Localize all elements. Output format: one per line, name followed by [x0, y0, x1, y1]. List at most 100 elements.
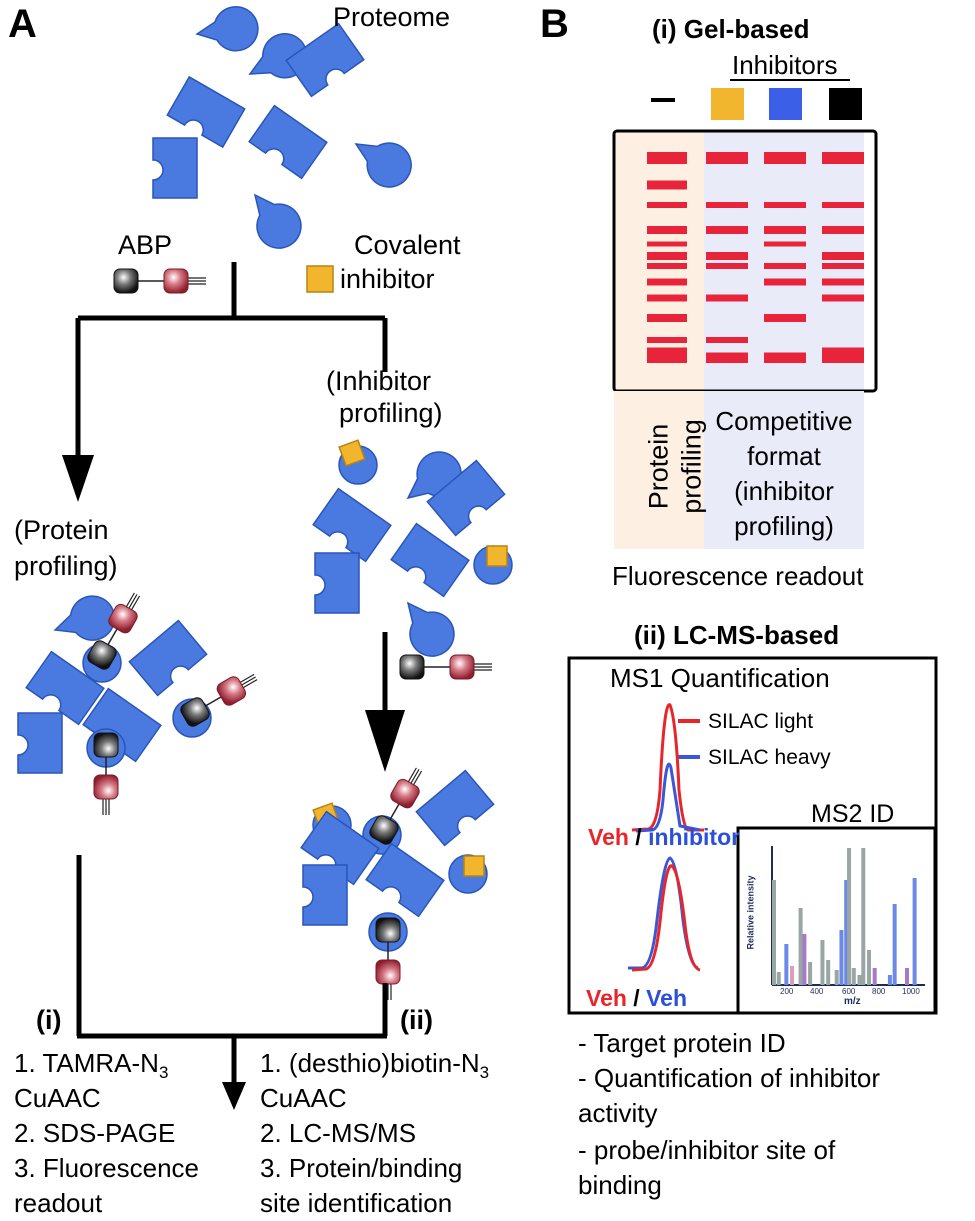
step-ii-1b: CuAAC [260, 1083, 347, 1113]
ms2-peak [867, 950, 871, 985]
step-ii-3b: site identification [260, 1188, 453, 1218]
gel-band [647, 263, 687, 269]
peak2-light [631, 864, 701, 972]
gel-band [706, 202, 748, 208]
ms2-peak [857, 975, 862, 985]
ms2-peak [912, 878, 917, 985]
legend-silac-light: SILAC light [708, 710, 814, 733]
gel-band [647, 357, 687, 363]
ratio-veh-inhibitor: Veh / inhibitor [588, 824, 741, 850]
gel-band [647, 241, 687, 247]
gel-band [822, 278, 864, 286]
gel-band [822, 357, 864, 363]
peak1-light [631, 703, 704, 832]
gel-band [647, 252, 687, 260]
fluorescence-readout-label: Fluorescence readout [612, 561, 864, 591]
peak1-heavy [635, 762, 701, 833]
profiling-lane-bg [614, 391, 704, 549]
peak2-heavy [628, 856, 699, 970]
ms2-peak [776, 972, 781, 985]
step-i-3: 3. Fluorescence [14, 1153, 199, 1183]
protein-profiling-label-1: (Protein [14, 515, 109, 545]
inhibitors-label: Inhibitors [732, 50, 838, 80]
gel-band [647, 347, 687, 353]
competitive-label-3: (inhibitor [734, 476, 834, 506]
gel-band [764, 278, 806, 286]
flow-connector [75, 262, 388, 715]
gel-band [764, 152, 806, 164]
gel-band [822, 263, 864, 269]
gel-band [647, 226, 687, 234]
outcome-2a: - Quantification of inhibitor [578, 1063, 881, 1093]
gel-band [647, 314, 687, 322]
gel-bands [647, 152, 864, 363]
arrow-left [62, 455, 94, 502]
panel-label-a: A [8, 2, 37, 46]
gel-band [647, 337, 687, 343]
covalent-label: Covalent [354, 230, 461, 260]
ms2-tick-label: 200 [780, 987, 794, 996]
ms2-peak [772, 880, 776, 985]
ms2-peak [844, 880, 849, 985]
ratio-veh-veh: Veh / Veh [586, 985, 688, 1011]
ms2-tick-label: 1000 [902, 987, 920, 996]
ms2-peak [861, 848, 866, 985]
protein-profiling-cluster [17, 587, 263, 816]
abp-icon [113, 268, 207, 294]
outcome-3b: binding [578, 1170, 662, 1200]
ms2-peak [802, 934, 807, 985]
arrow-bottom [222, 1082, 246, 1110]
proteome-cluster [152, 6, 421, 257]
gel-band [822, 152, 864, 164]
protein-profiling-label-2: profiling) [14, 551, 118, 581]
competitive-label-4: profiling) [734, 511, 834, 541]
ms2-peak [847, 848, 852, 985]
gel-band [706, 226, 748, 234]
step-ii-1: 1. (desthio)biotin-N3 [260, 1048, 490, 1083]
competitive-label-2: format [747, 441, 821, 471]
step-i-1b: CuAAC [14, 1083, 101, 1113]
inhibitor-profiling-label-1: (Inhibitor [326, 366, 432, 396]
gel-band [706, 294, 748, 302]
ms2-peak [892, 904, 897, 985]
gel-band [706, 263, 748, 269]
outcome-3a: - probe/inhibitor site of [578, 1135, 836, 1165]
gel-band [764, 314, 806, 322]
competitive-cluster [300, 762, 495, 1001]
panel-label-b: B [540, 2, 569, 46]
legend-silac-heavy: SILAC heavy [708, 746, 831, 769]
gel-band [822, 252, 864, 260]
inhibitor-orange-swatch [711, 88, 744, 120]
ms2-tick-label: 800 [872, 987, 886, 996]
gel-band [764, 226, 806, 234]
step-ii-2: 2. LC-MS/MS [260, 1118, 417, 1148]
branch-ii-label: (ii) [400, 1005, 433, 1035]
gel-band [764, 357, 806, 363]
ms2-peak [872, 968, 877, 985]
ms2-peak [826, 960, 831, 985]
protein-profiling-vertical: Protein profiling [643, 419, 707, 514]
ms2-peak [808, 962, 813, 985]
ms2-tick-label: 600 [842, 987, 856, 996]
gel-band [822, 294, 864, 302]
competitive-lane-bg [704, 391, 864, 549]
lcms-title: (ii) LC-MS-based [634, 620, 840, 650]
vehicle-lane-dash [651, 98, 675, 102]
step-i-2: 2. SDS-PAGE [14, 1118, 176, 1148]
outcome-2b: activity [578, 1098, 658, 1128]
step-i-1: 1. TAMRA-N3 [14, 1048, 169, 1083]
gel-band [764, 202, 806, 208]
arrow-right [365, 710, 405, 772]
ms2-spectrum [771, 846, 925, 986]
ms2-inset [736, 826, 937, 1015]
inhibitor-profiling-label-2: profiling) [339, 398, 443, 428]
gel-band [706, 357, 748, 363]
proteome-label: Proteome [333, 2, 451, 32]
ms2-peak [887, 975, 892, 985]
ms2-tick-label: 400 [810, 987, 824, 996]
ms2-ylabel: Relative intensity [745, 875, 756, 950]
ms2-peak [851, 968, 856, 985]
inhibitor-profiling-cluster [312, 439, 513, 665]
outcome-1: - Target protein ID [578, 1028, 786, 1058]
